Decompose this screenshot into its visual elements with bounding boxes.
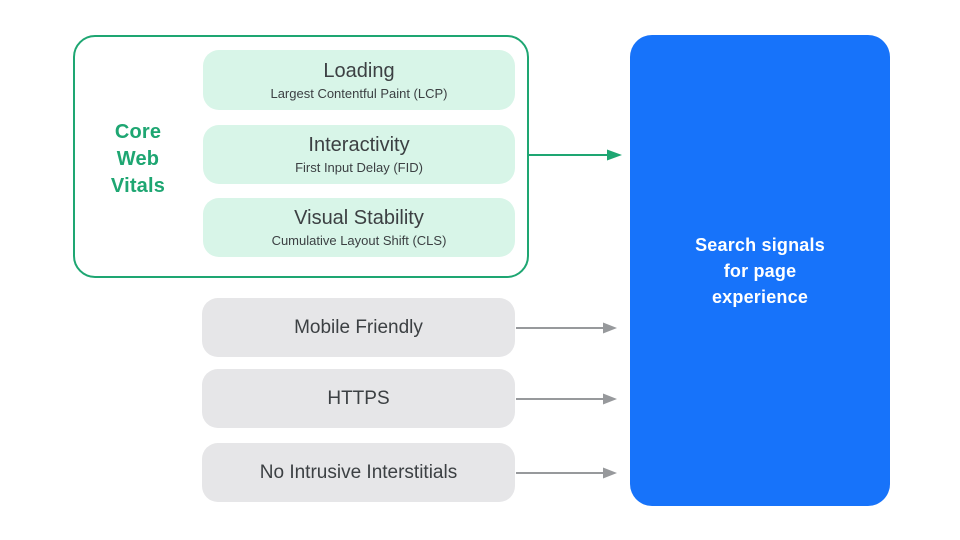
https-arrow-icon [516, 393, 617, 405]
cwv-label-line-2: Web [116, 148, 160, 170]
cwv-label-line-1: Core [114, 121, 162, 143]
core-web-vitals-arrow-icon [529, 149, 622, 161]
no-intrusive-interstitials-arrow-icon [516, 467, 617, 479]
cwv-item-subtitle: First Input Delay (FID) [295, 160, 423, 175]
mobile-friendly-arrow-icon [516, 322, 617, 334]
signal-no-intrusive-interstitials: No Intrusive Interstitials [202, 443, 515, 502]
signal-label: Mobile Friendly [294, 316, 423, 338]
search-signals-line-1: Search signals [695, 234, 825, 255]
signal-https: HTTPS [202, 369, 515, 428]
cwv-item-visual-stability: Visual Stability Cumulative Layout Shift… [203, 198, 515, 257]
search-signals-line-2: for page [723, 260, 797, 281]
core-web-vitals-label: Core Web Vitals [78, 119, 198, 200]
cwv-item-loading: Loading Largest Contentful Paint (LCP) [203, 50, 515, 110]
cwv-item-title: Visual Stability [294, 207, 424, 229]
cwv-item-subtitle: Largest Contentful Paint (LCP) [270, 85, 448, 101]
signal-label: HTTPS [327, 387, 390, 409]
signal-label: No Intrusive Interstitials [259, 461, 458, 483]
search-signals-line-3: experience [711, 286, 809, 307]
search-signals-box: Search signals for page experience [630, 35, 890, 506]
cwv-item-title: Loading [323, 59, 395, 82]
cwv-item-subtitle: Cumulative Layout Shift (CLS) [271, 233, 447, 248]
signal-mobile-friendly: Mobile Friendly [202, 298, 515, 357]
search-signals-label: Search signals for page experience [670, 232, 850, 310]
cwv-item-title: Interactivity [308, 134, 410, 156]
cwv-label-line-3: Vitals [110, 175, 166, 197]
cwv-item-interactivity: Interactivity First Input Delay (FID) [203, 125, 515, 184]
